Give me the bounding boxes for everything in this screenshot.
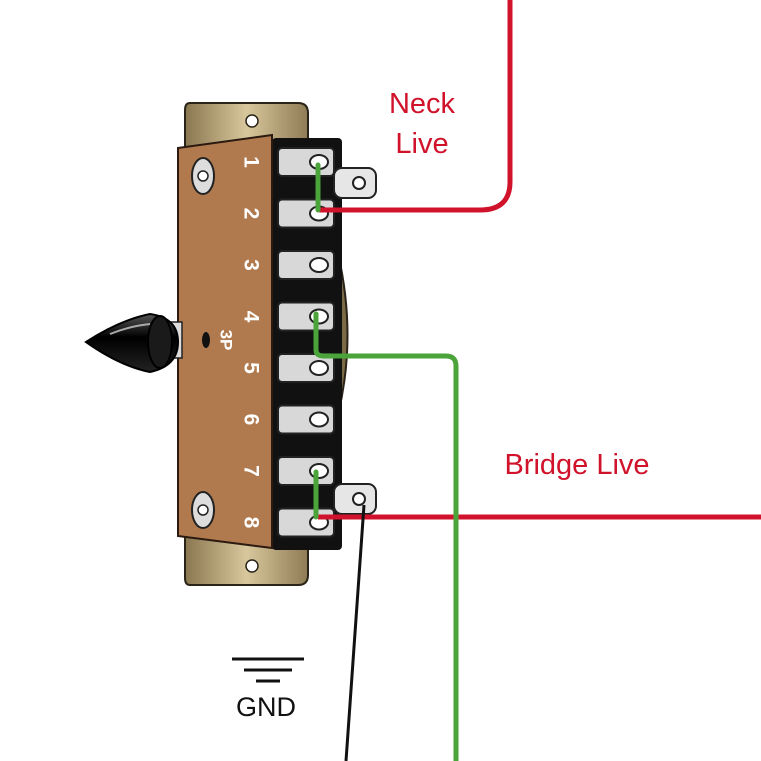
lug-number-4: 4 [239,311,262,323]
switch-plate: 3P 1 2 3 4 5 6 7 8 [177,133,273,550]
lug-number-3: 3 [239,259,262,271]
solder-lug-7 [277,456,335,486]
bridge-live-label: Bridge Live [504,449,649,481]
solder-lug-4 [277,301,335,332]
lug-number-6: 6 [239,414,262,426]
switch-marking: 3P [217,330,236,351]
neck-live-wire [317,0,513,213]
toggle-knob [84,312,183,374]
plate-screw-bottom [191,491,215,529]
ground-tab-bottom [333,483,377,515]
solder-lug-1 [277,147,335,177]
lug-number-2: 2 [239,208,262,220]
neck-live-label-line2: Live [395,128,448,160]
lug-number-7: 7 [239,465,262,477]
lug-number-5: 5 [239,362,262,374]
solder-lug-5 [277,353,335,383]
lug-numbers: 1 2 3 4 5 6 7 8 [239,156,262,529]
lug-number-8: 8 [239,517,262,529]
bracket-screw-hole-top [245,114,259,128]
lug-number-1: 1 [239,156,262,168]
ground-symbol-icon [232,657,304,683]
common-output-wire [313,311,459,761]
ground-tab-top [333,167,377,199]
solder-lug-6 [277,404,335,435]
plate-screw-top [191,157,215,195]
ground-label: GND [236,692,296,722]
plate-hole [202,332,210,348]
wires [313,0,761,761]
solder-lug-8 [277,507,335,538]
bracket-screw-hole-bottom [245,559,259,573]
neck-live-label-line1: Neck [389,88,456,120]
solder-lug-3 [277,250,335,280]
ground-wire [344,504,366,761]
solder-lug-2 [277,198,335,229]
